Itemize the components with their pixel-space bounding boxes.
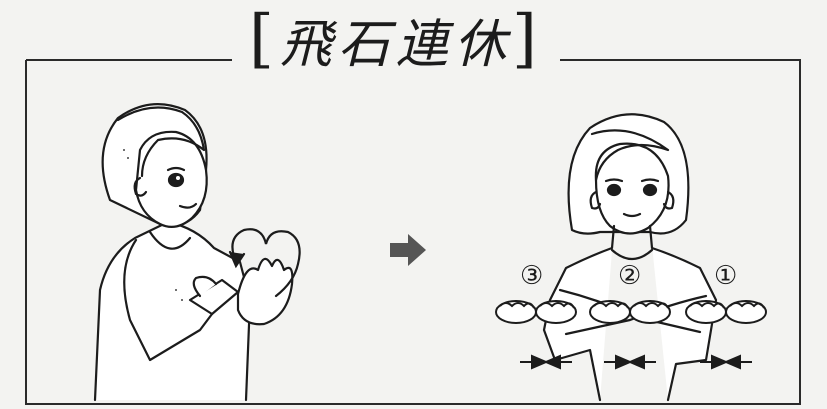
step-markers: ③ ② ① [520,261,737,291]
narrowing-arrows-icon [520,354,752,370]
title: [ 飛石連休 ] [226,2,566,76]
right-arrow-icon [390,234,426,266]
right-person [542,113,718,402]
title-open-bracket: [ [249,2,280,76]
circular-motion-arrow [228,228,301,298]
title-close-bracket: ] [512,2,543,76]
title-text: 飛石連休 [279,14,512,75]
step-marker-3: ③ [520,261,543,291]
step-marker-1: ① [714,261,737,291]
frame [25,59,801,405]
step-marker-2: ② [618,261,641,291]
left-person [93,103,294,402]
hands-row [495,300,767,324]
